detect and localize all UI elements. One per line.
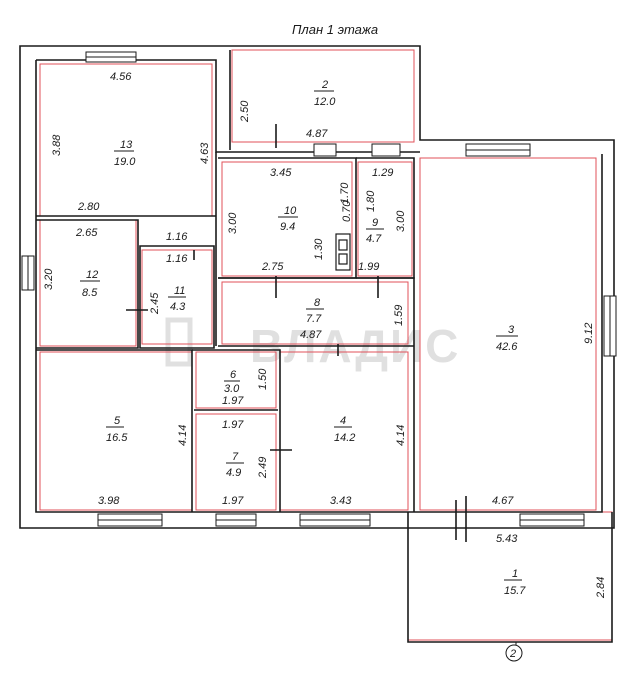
dim-label: 5.43: [496, 533, 518, 545]
dim-label: 4.67: [492, 495, 514, 507]
svg-text:10: 10: [284, 205, 297, 217]
dim-label: 2.80: [77, 201, 100, 213]
dim-label: 1.16: [166, 231, 188, 243]
dim-label: 1.59: [393, 305, 405, 326]
dim-label: 2.45: [149, 292, 161, 315]
svg-text:12.0: 12.0: [314, 96, 336, 108]
svg-text:4.3: 4.3: [170, 301, 186, 313]
dim-label: 2.75: [261, 261, 284, 273]
plan-title: План 1 этажа: [292, 22, 378, 37]
dim-label: 1.16: [166, 253, 188, 265]
room-3-label: 342.6: [496, 324, 518, 353]
room-4-label: 414.2: [334, 415, 355, 444]
dim-label: 0.70: [341, 200, 353, 222]
dim-label: 1.97: [222, 419, 244, 431]
svg-text:19.0: 19.0: [114, 156, 136, 168]
dim-label: 9.12: [583, 323, 595, 344]
room-1-label: 115.7: [504, 568, 526, 597]
window-bottom-5: [97, 513, 163, 527]
svg-text:8: 8: [314, 297, 321, 309]
dim-label: 1.97: [222, 395, 244, 407]
dim-label: 3.00: [395, 210, 407, 232]
svg-text:2: 2: [321, 79, 328, 91]
dim-label: 1.97: [222, 495, 244, 507]
svg-text:42.6: 42.6: [496, 341, 518, 353]
window-right-3: [603, 295, 617, 357]
dim-label: 1.99: [358, 261, 379, 273]
dim-label: 2.50: [239, 100, 251, 123]
dim-label: 3.00: [227, 212, 239, 234]
svg-text:14.2: 14.2: [334, 432, 355, 444]
dim-label: 4.56: [110, 71, 132, 83]
svg-text:7.7: 7.7: [306, 313, 322, 325]
dim-label: 2.49: [257, 457, 269, 479]
dim-label: 4.14: [177, 425, 189, 446]
svg-text:9.4: 9.4: [280, 221, 295, 233]
window-top-9: [371, 143, 401, 157]
windows: [21, 51, 617, 527]
svg-text:4: 4: [340, 415, 346, 427]
window-bottom-7: [215, 513, 257, 527]
dim-label: 3.20: [43, 268, 55, 290]
svg-text:3.0: 3.0: [224, 383, 240, 395]
svg-text:8.5: 8.5: [82, 287, 98, 299]
room-labels: 115.7 212.0 342.6 414.2 516.5 63.0 74.9 …: [80, 79, 526, 597]
fixture-symbol: [335, 233, 351, 271]
dim-label: 2.65: [75, 227, 98, 239]
svg-text:15.7: 15.7: [504, 585, 526, 597]
svg-text:11: 11: [174, 285, 185, 297]
svg-text:9: 9: [372, 217, 378, 229]
svg-text:12: 12: [86, 269, 98, 281]
room-13-label: 13 19.0: [114, 139, 136, 168]
door-marks: [126, 124, 467, 542]
svg-text:13: 13: [120, 139, 133, 151]
room-10-label: 109.4: [278, 205, 298, 233]
window-top-10: [313, 143, 337, 157]
room-12-label: 128.5: [80, 269, 100, 299]
room-9-label: 94.7: [366, 217, 384, 245]
svg-text:16.5: 16.5: [106, 432, 128, 444]
window-bottom-4: [299, 513, 371, 527]
dim-label: 4.87: [306, 128, 328, 140]
dim-label: 4.63: [199, 142, 211, 164]
dim-label: 1.70: [339, 182, 351, 204]
dim-label: 2.84: [595, 577, 607, 599]
dim-label: 1.50: [257, 368, 269, 390]
dim-label: 3.98: [98, 495, 120, 507]
dim-label: 4.14: [395, 425, 407, 446]
axis-marker-label: 2: [509, 648, 516, 660]
window-top-3: [465, 143, 531, 157]
dimension-labels: 4.56 2.50 4.87 3.88 4.63 3.45 1.29 1.70 …: [43, 71, 607, 599]
window-left-12: [21, 255, 35, 291]
dim-label: 4.87: [300, 329, 322, 341]
room-5-label: 516.5: [106, 415, 128, 444]
dim-label: 1.30: [313, 238, 325, 260]
svg-text:3: 3: [508, 324, 515, 336]
svg-text:5: 5: [114, 415, 121, 427]
dim-label: 1.29: [372, 167, 393, 179]
axis-marker: 2: [505, 642, 523, 662]
window-bottom-3: [519, 513, 585, 527]
room-8-label: 87.7: [306, 297, 324, 325]
room-7-label: 74.9: [226, 451, 244, 479]
room-6-label: 63.0: [224, 369, 240, 395]
dim-label: 3.88: [51, 134, 63, 156]
svg-text:4.9: 4.9: [226, 467, 241, 479]
dim-label: 1.80: [365, 190, 377, 212]
svg-text:7: 7: [232, 451, 239, 463]
room-2-label: 212.0: [314, 79, 336, 108]
dim-label: 3.45: [270, 167, 292, 179]
room-11-label: 114.3: [168, 285, 186, 313]
dim-label: 3.43: [330, 495, 352, 507]
svg-text:4.7: 4.7: [366, 233, 382, 245]
window-top-13: [85, 51, 137, 63]
svg-text:1: 1: [512, 568, 518, 580]
svg-text:6: 6: [230, 369, 237, 381]
